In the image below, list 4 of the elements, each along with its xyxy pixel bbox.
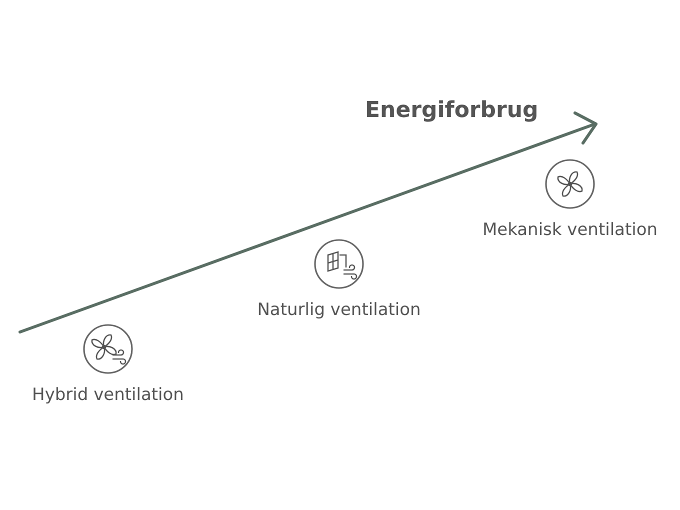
axis-label: Energiforbrug: [365, 98, 538, 123]
ventilation-label: Mekanisk ventilation: [482, 220, 658, 240]
ventilation-label: Hybrid ventilation: [32, 385, 184, 405]
ventilation-label: Naturlig ventilation: [257, 300, 421, 320]
